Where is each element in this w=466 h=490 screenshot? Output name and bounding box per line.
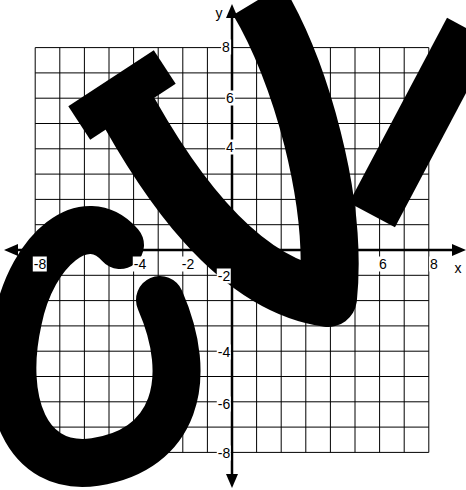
tick-label: 6 xyxy=(225,91,235,106)
tick-label: 6 xyxy=(378,257,388,272)
axis-label: x xyxy=(454,261,463,276)
black-scribble xyxy=(12,0,466,463)
tick-label: -4 xyxy=(217,345,231,360)
tick-label: -4 xyxy=(133,257,147,272)
tick-label: 4 xyxy=(225,140,235,155)
tick-label: -6 xyxy=(217,397,231,412)
axis-label: y xyxy=(215,6,224,21)
tick-label: -8 xyxy=(217,446,231,461)
tick-label: -2 xyxy=(217,269,231,284)
tick-label: 8 xyxy=(429,257,439,272)
tick-label: 8 xyxy=(221,40,231,55)
tick-label: -2 xyxy=(181,257,195,272)
tick-label: -8 xyxy=(33,257,47,272)
